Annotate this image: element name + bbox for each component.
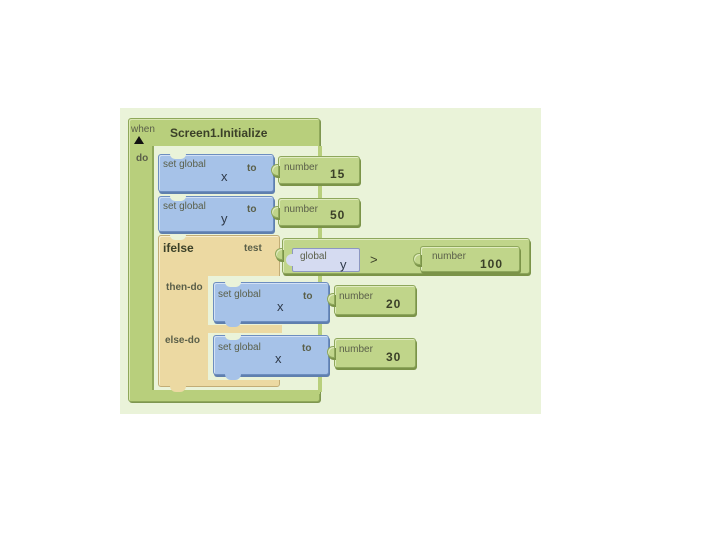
block-notch (225, 282, 241, 287)
set-global-x-block-then[interactable] (213, 282, 329, 322)
event-bottom-rail (152, 390, 320, 394)
number-value[interactable]: 100 (480, 257, 504, 271)
to-label: to (302, 343, 312, 354)
block-notch (225, 335, 241, 340)
to-label: to (247, 163, 257, 174)
operator-greater[interactable]: > (370, 252, 378, 267)
global-label: global (300, 251, 327, 262)
set-global-x-block[interactable] (158, 154, 274, 192)
then-do-label: then-do (166, 282, 203, 293)
number-value[interactable]: 30 (386, 350, 402, 364)
to-label: to (247, 204, 257, 215)
ifelse-label: ifelse (163, 241, 194, 255)
set-global-x-block-else[interactable] (213, 335, 329, 375)
number-label: number (284, 162, 318, 173)
number-label: number (432, 251, 466, 262)
block-notch (170, 154, 186, 159)
test-label: test (244, 243, 262, 254)
block-notch (170, 196, 186, 201)
event-title: Screen1.Initialize (170, 126, 268, 140)
variable-name[interactable]: y (340, 257, 347, 272)
event-slot-edge (152, 146, 154, 392)
number-plug (271, 206, 279, 218)
set-global-label: set global (218, 289, 261, 300)
block-nub (225, 374, 241, 380)
number-label: number (339, 291, 373, 302)
global-y-getter[interactable] (292, 248, 360, 272)
variable-name[interactable]: y (221, 211, 228, 226)
number-value[interactable]: 50 (330, 208, 346, 222)
block-nub (170, 386, 186, 392)
number-plug (327, 293, 335, 305)
number-block-100[interactable] (420, 246, 520, 272)
ifelse-divider (208, 325, 282, 333)
do-label: do (136, 153, 149, 164)
variable-name[interactable]: x (277, 299, 284, 314)
number-label: number (284, 204, 318, 215)
when-label: when (131, 124, 155, 135)
number-label: number (339, 344, 373, 355)
number-plug (327, 346, 335, 358)
number-value[interactable]: 20 (386, 297, 402, 311)
collapse-triangle-icon[interactable] (134, 136, 144, 144)
else-do-label: else-do (165, 335, 201, 346)
set-global-y-block[interactable] (158, 196, 274, 232)
number-plug (413, 253, 421, 265)
number-plug (271, 164, 279, 176)
block-nub (225, 321, 241, 327)
getter-plug (286, 254, 294, 266)
number-block-30[interactable] (334, 338, 416, 368)
number-value[interactable]: 15 (330, 167, 346, 181)
set-global-label: set global (163, 201, 206, 212)
variable-name[interactable]: x (275, 351, 282, 366)
set-global-label: set global (218, 342, 261, 353)
block-notch (170, 235, 186, 240)
number-block-20[interactable] (334, 285, 416, 315)
to-label: to (303, 291, 313, 302)
number-block-50[interactable] (278, 198, 360, 226)
variable-name[interactable]: x (221, 169, 228, 184)
compare-plug (275, 248, 283, 260)
set-global-label: set global (163, 159, 206, 170)
